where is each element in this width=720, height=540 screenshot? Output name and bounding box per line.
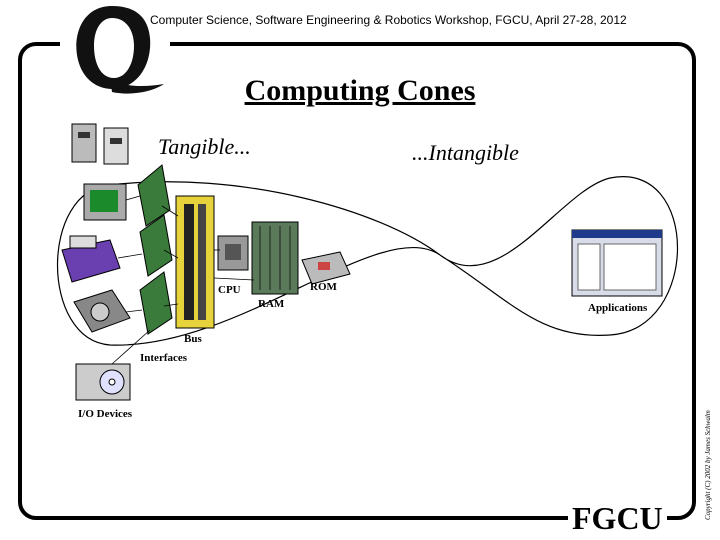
ram-icon xyxy=(251,221,299,295)
bus-icon xyxy=(175,195,215,329)
cd-drive-icon xyxy=(75,363,131,401)
intangible-heading: ...Intangible xyxy=(412,140,519,165)
cpu-icon xyxy=(217,235,249,271)
rom-icon xyxy=(301,251,351,285)
applications-label: Applications xyxy=(588,302,648,314)
interface-card-icon-2 xyxy=(139,214,173,277)
fgcu-logo: FGCU xyxy=(568,500,667,537)
q-eagle-logo xyxy=(60,0,170,100)
interface-card-icon-3 xyxy=(139,271,173,335)
copyright-note: Copyright (C) 2002 by James Schwalm xyxy=(704,410,712,520)
interface-card-icon-1 xyxy=(137,164,171,227)
ram-label: RAM xyxy=(258,298,285,310)
workshop-header: Computer Science, Software Engineering &… xyxy=(150,13,627,27)
io-devices-label: I/O Devices xyxy=(78,408,133,420)
connection-lines xyxy=(111,195,255,365)
bus-label: Bus xyxy=(184,333,202,345)
monitor-icon xyxy=(83,183,127,221)
disk-drive-icon xyxy=(73,289,131,333)
interfaces-label: Interfaces xyxy=(140,352,188,364)
tangible-heading: Tangible... xyxy=(158,134,251,159)
cpu-label: CPU xyxy=(218,284,241,296)
pc-tower-icon xyxy=(71,123,129,165)
slide-title: Computing Cones xyxy=(244,74,476,107)
slide-frame xyxy=(18,42,696,520)
cone-outline xyxy=(56,176,678,346)
application-screenshot-icon xyxy=(571,229,663,297)
rom-label: ROM xyxy=(310,281,337,293)
printer-icon xyxy=(61,235,121,283)
